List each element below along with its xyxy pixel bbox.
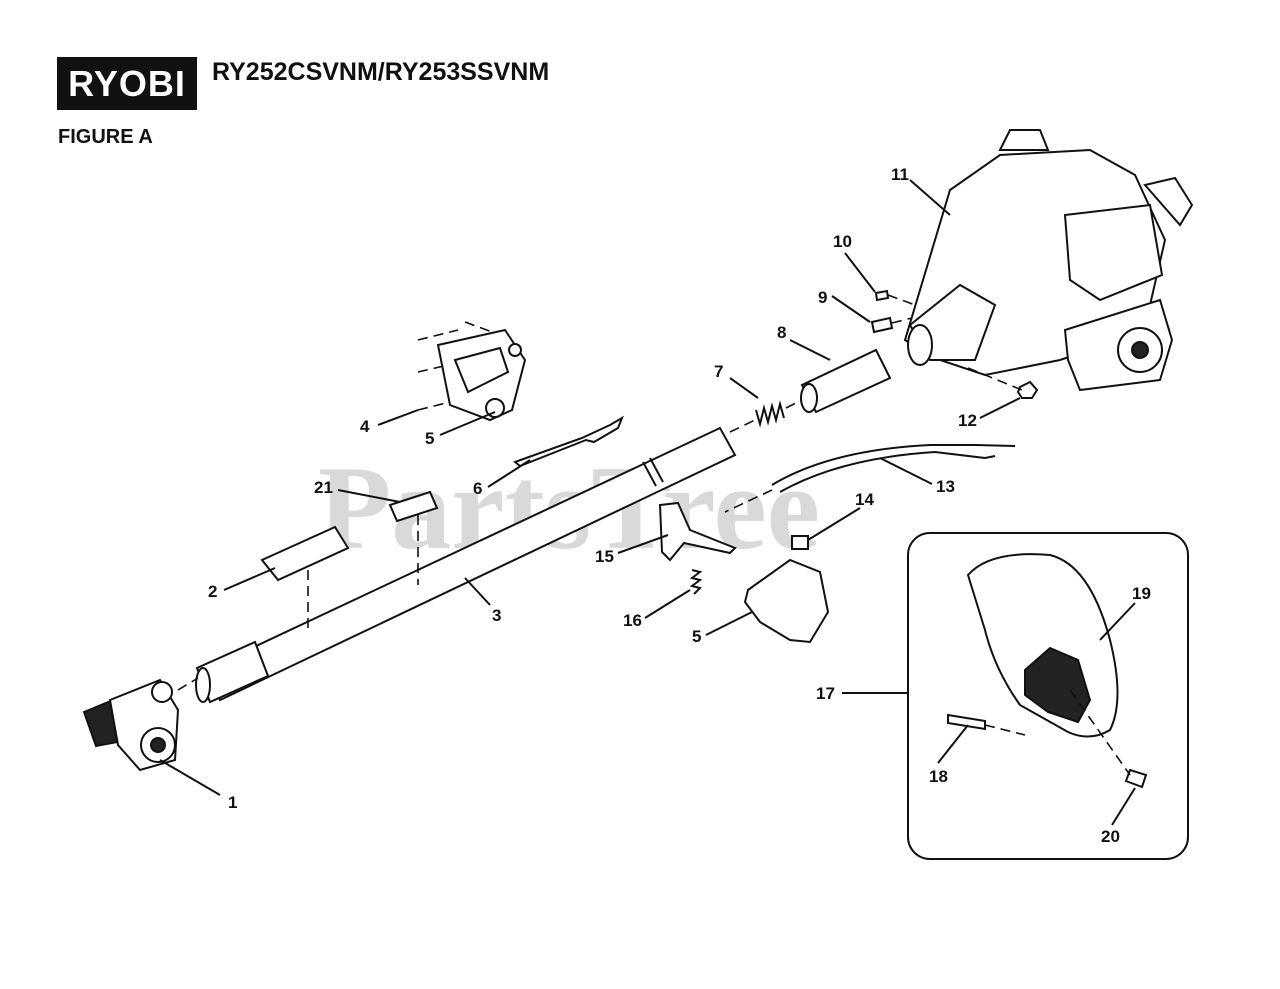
callout-8: 8 (777, 323, 786, 342)
housing-screws (417, 321, 493, 411)
callout-11: 11 (891, 165, 909, 184)
part-gearhead (82, 678, 180, 772)
callout-21: 21 (314, 478, 333, 497)
callout-6: 6 (473, 479, 482, 498)
callout-19: 19 (1132, 584, 1151, 603)
part-handle-housing (743, 558, 830, 644)
dash-spring (729, 419, 756, 433)
part-shaft-end (195, 667, 211, 703)
callout-17: 17 (816, 684, 835, 703)
part-label (388, 490, 439, 523)
inset-box (907, 532, 1189, 860)
shaft-band-a (642, 461, 657, 487)
part-engine (903, 129, 1194, 392)
dash-pin (891, 317, 913, 324)
cable-wire-b (984, 455, 996, 459)
dash-nut (967, 367, 1023, 391)
cable-wire-a (974, 444, 1016, 447)
figure-label: FIGURE A (58, 126, 153, 148)
dash-gearhead (177, 677, 199, 691)
cable-wire-c (724, 489, 773, 513)
part-pin (870, 316, 894, 334)
part-housing (436, 328, 527, 422)
callout-3: 3 (492, 606, 501, 625)
leader-lines (159, 179, 1136, 826)
callout-10: 10 (833, 232, 852, 251)
callout-13: 13 (936, 477, 955, 496)
part-grip (260, 525, 350, 582)
part-throttle-cable-b (779, 450, 986, 493)
part-small-pin (874, 289, 890, 302)
shaft-band-b (649, 457, 664, 483)
part-throttle-cable (771, 444, 975, 486)
callout-14: 14 (855, 490, 874, 509)
part-switch (791, 535, 809, 550)
callout-12: 12 (958, 411, 977, 430)
part-drive-tube-end (800, 383, 818, 413)
part-wing-nut (1124, 768, 1148, 789)
callout-20: 20 (1101, 827, 1120, 846)
callout-9: 9 (818, 288, 827, 307)
part-spring (755, 400, 785, 428)
callout-15: 15 (595, 547, 614, 566)
callout-18: 18 (929, 767, 948, 786)
callout-1: 1 (228, 793, 237, 812)
callout-2: 2 (208, 582, 217, 601)
model-title: RY252CSVNM/RY253SSVNM (212, 58, 550, 86)
callout-7: 7 (714, 362, 723, 381)
callout-4: 4 (360, 417, 370, 436)
callout-16: 16 (623, 611, 642, 630)
part-trigger-spring (689, 569, 703, 595)
part-bolt (947, 713, 986, 731)
part-rear-handle (966, 553, 1119, 738)
part-throttle-lockout (512, 415, 625, 468)
wing-nut-dash (1069, 689, 1131, 776)
dash-tube (785, 399, 803, 409)
part-trigger (658, 501, 737, 562)
part-nut (1016, 380, 1039, 399)
bolt-dash (984, 724, 1026, 736)
brand-logo-text: RYOBI (68, 63, 186, 104)
brand-logo: RYOBI (57, 57, 197, 110)
callout-5b: 5 (692, 627, 701, 646)
dash-small-pin (887, 294, 916, 306)
callout-5a: 5 (425, 429, 434, 448)
